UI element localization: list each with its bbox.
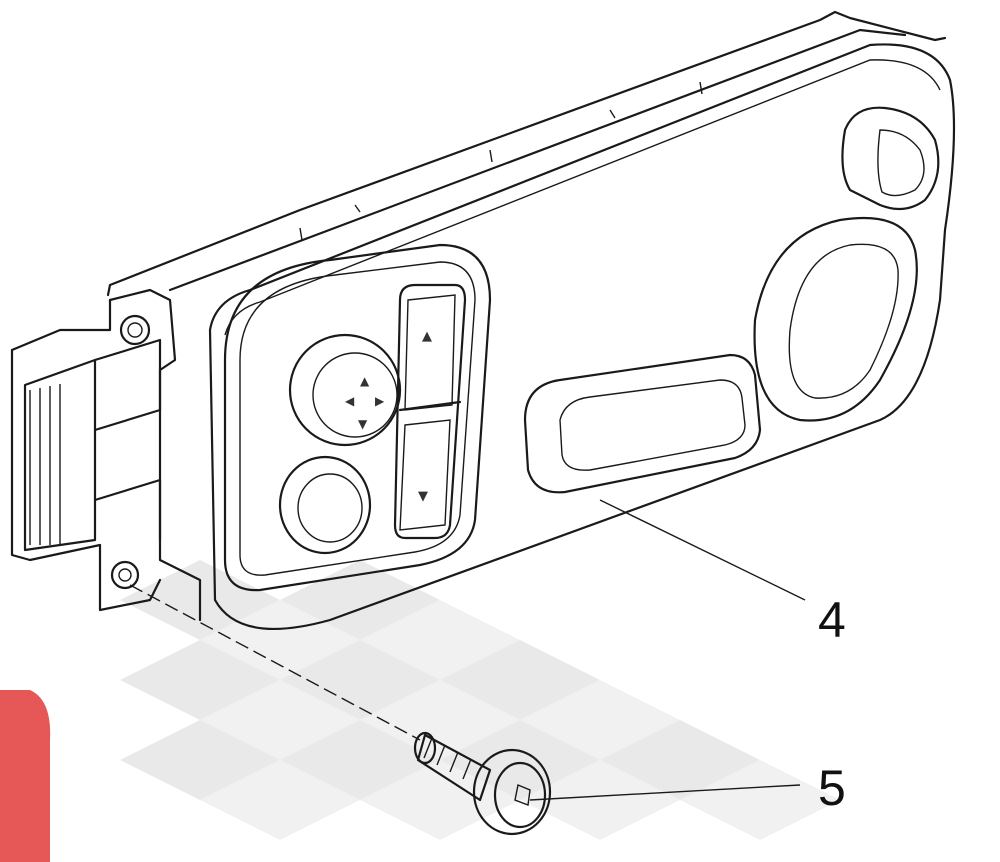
mirror-joystick-knob[interactable]: ▲ ◀ ▶ ▼ xyxy=(288,333,402,447)
mirror-control-cluster xyxy=(223,243,492,592)
window-rocker-switch[interactable]: ▲ ▼ xyxy=(393,283,467,540)
svg-text:▲: ▲ xyxy=(360,374,370,388)
watermark-red-shape xyxy=(0,690,51,862)
switch-module-housing xyxy=(10,10,956,630)
leader-line-4 xyxy=(599,499,806,601)
svg-text:▲: ▲ xyxy=(422,329,432,344)
callout-label-5: 5 xyxy=(818,760,846,816)
headrest-button[interactable] xyxy=(841,106,940,211)
leader-line-5 xyxy=(529,784,801,801)
svg-text:▼: ▼ xyxy=(418,489,428,504)
screw-alignment-line xyxy=(129,584,421,741)
svg-text:▼: ▼ xyxy=(358,417,368,431)
mirror-select-button[interactable] xyxy=(278,455,372,555)
watermark-checker xyxy=(120,560,840,840)
callout-label-4: 4 xyxy=(818,592,846,648)
seat-cushion-button[interactable] xyxy=(523,353,762,494)
svg-text:▶: ▶ xyxy=(375,394,385,408)
mounting-screw xyxy=(413,731,552,836)
svg-text:◀: ◀ xyxy=(345,394,355,408)
seat-backrest-button[interactable] xyxy=(753,216,918,422)
